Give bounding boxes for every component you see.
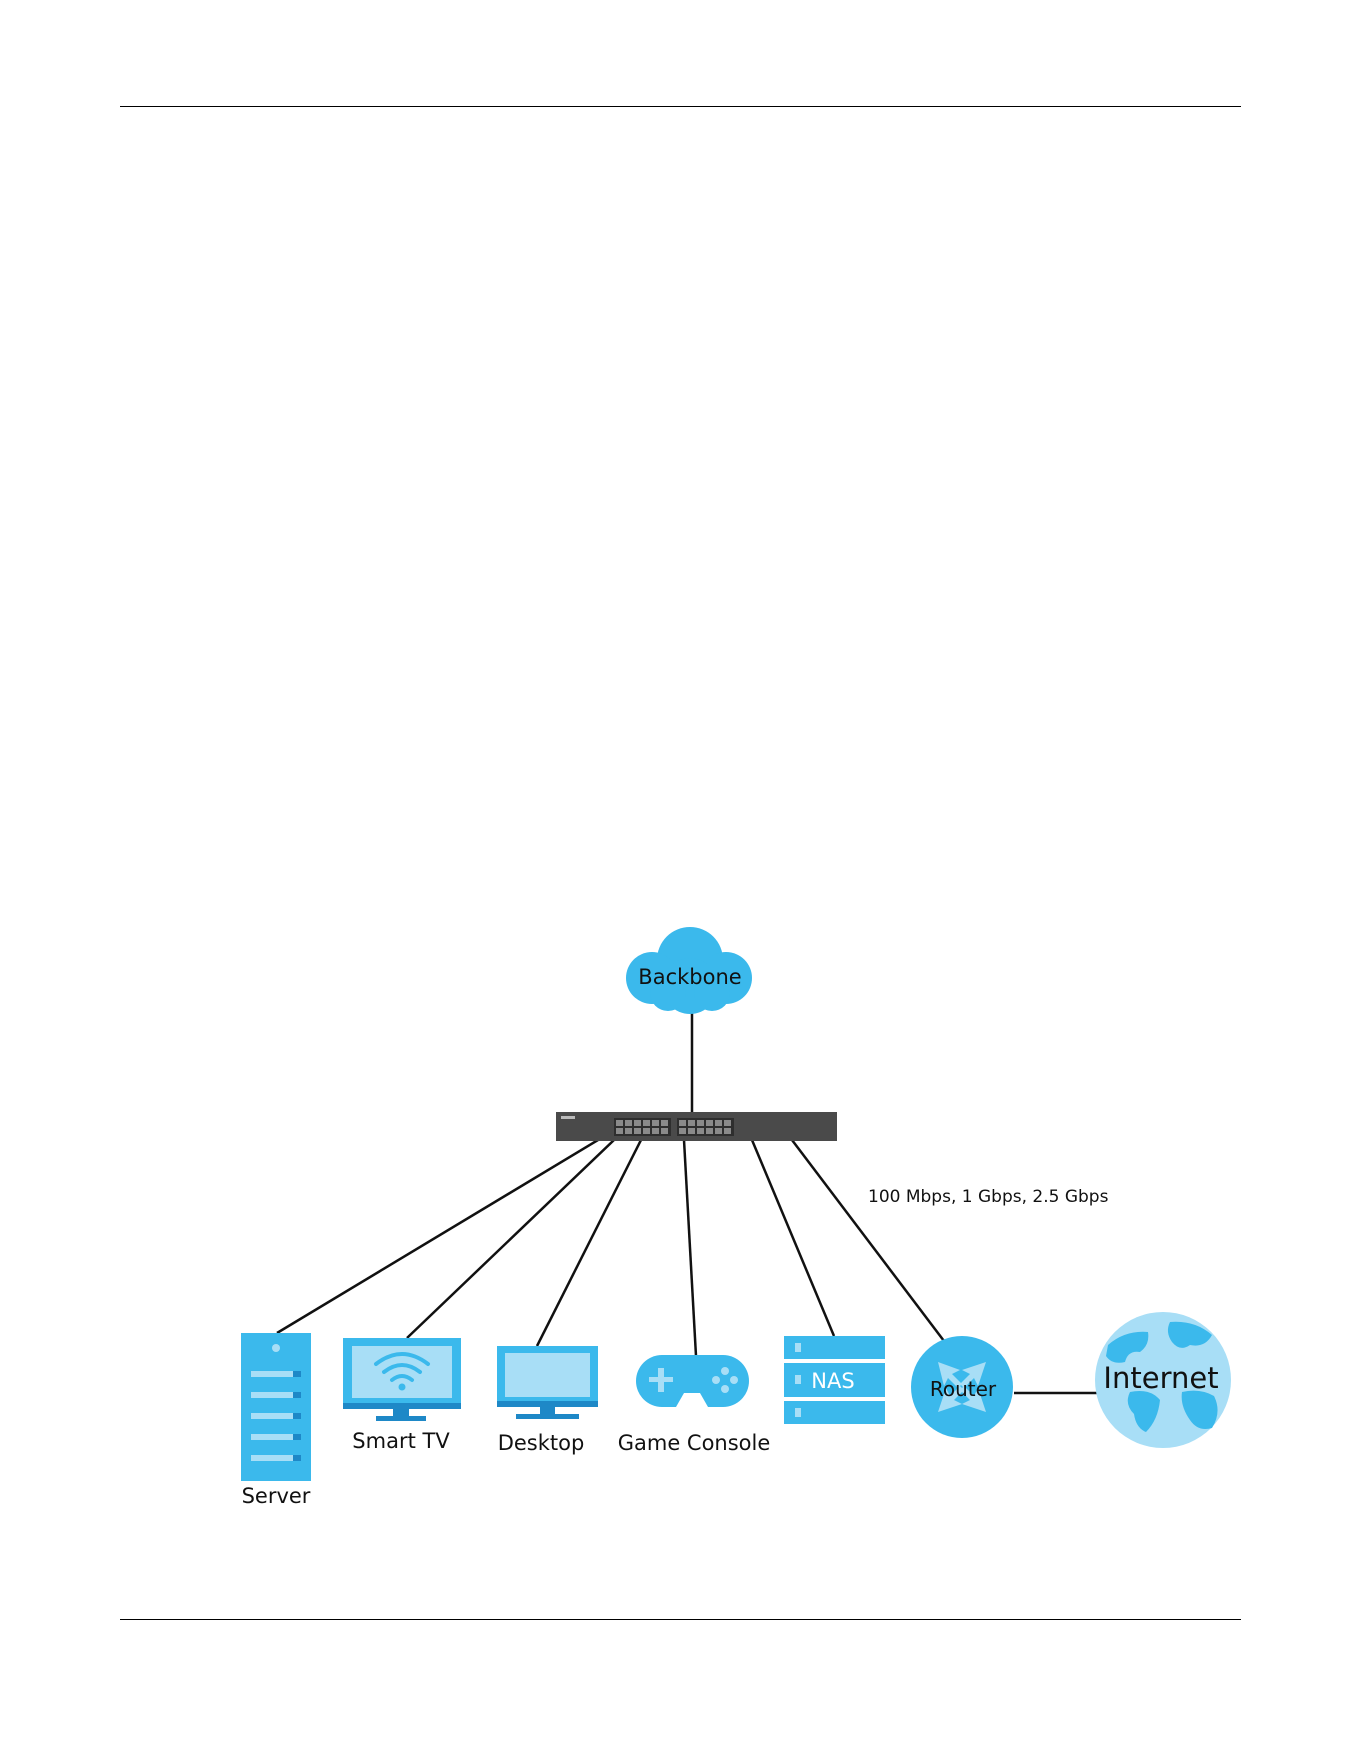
smart-tv-icon [343,1338,461,1421]
switch-port [688,1120,695,1126]
switch-port [643,1120,650,1126]
switch-port [697,1120,704,1126]
server-icon [241,1333,311,1481]
switch-icon [556,1112,837,1141]
desktop-node: Desktop [497,1346,598,1455]
link-game-console [684,1140,696,1356]
switch-port [652,1120,659,1126]
switch-port [724,1120,731,1126]
smart-tv-label: Smart TV [352,1429,450,1453]
router-label: Router [930,1377,997,1401]
switch-port [634,1128,641,1134]
switch-port [634,1120,641,1126]
backbone-node: Backbone [626,927,752,1014]
nas-label: NAS [811,1369,854,1393]
nas-node: NAS [784,1336,885,1424]
backbone-label: Backbone [638,965,741,989]
gamepad-icon [636,1355,749,1407]
switch-port [643,1128,650,1134]
switch-port [616,1120,623,1126]
switch-port [715,1128,722,1134]
link-server [277,1140,598,1333]
desktop-icon [497,1346,598,1419]
server-node: Server [241,1333,311,1508]
speed-label: 100 Mbps, 1 Gbps, 2.5 Gbps [868,1187,1109,1207]
switch-port [706,1128,713,1134]
switch-port [724,1128,731,1134]
switch-port [715,1120,722,1126]
switch-port [697,1128,704,1134]
game-console-node: Game Console [618,1355,771,1455]
switch-port [661,1120,668,1126]
smart-tv-node: Smart TV [343,1338,461,1453]
switch-port [661,1128,668,1134]
router-node: Router [911,1336,1013,1438]
switch-port [625,1128,632,1134]
game-console-label: Game Console [618,1431,771,1455]
switch-port [679,1128,686,1134]
internet-label: Internet [1103,1361,1218,1395]
switch-port [706,1120,713,1126]
switch-port [652,1128,659,1134]
internet-node: Internet [1095,1312,1231,1448]
link-nas [752,1140,834,1336]
switch-port [688,1128,695,1134]
switch-port [679,1120,686,1126]
switch-port [616,1128,623,1134]
link-desktop [537,1140,641,1346]
desktop-label: Desktop [498,1431,585,1455]
server-label: Server [242,1484,311,1508]
switch-port [625,1120,632,1126]
link-router [792,1140,944,1341]
link-smart-tv [407,1140,614,1338]
